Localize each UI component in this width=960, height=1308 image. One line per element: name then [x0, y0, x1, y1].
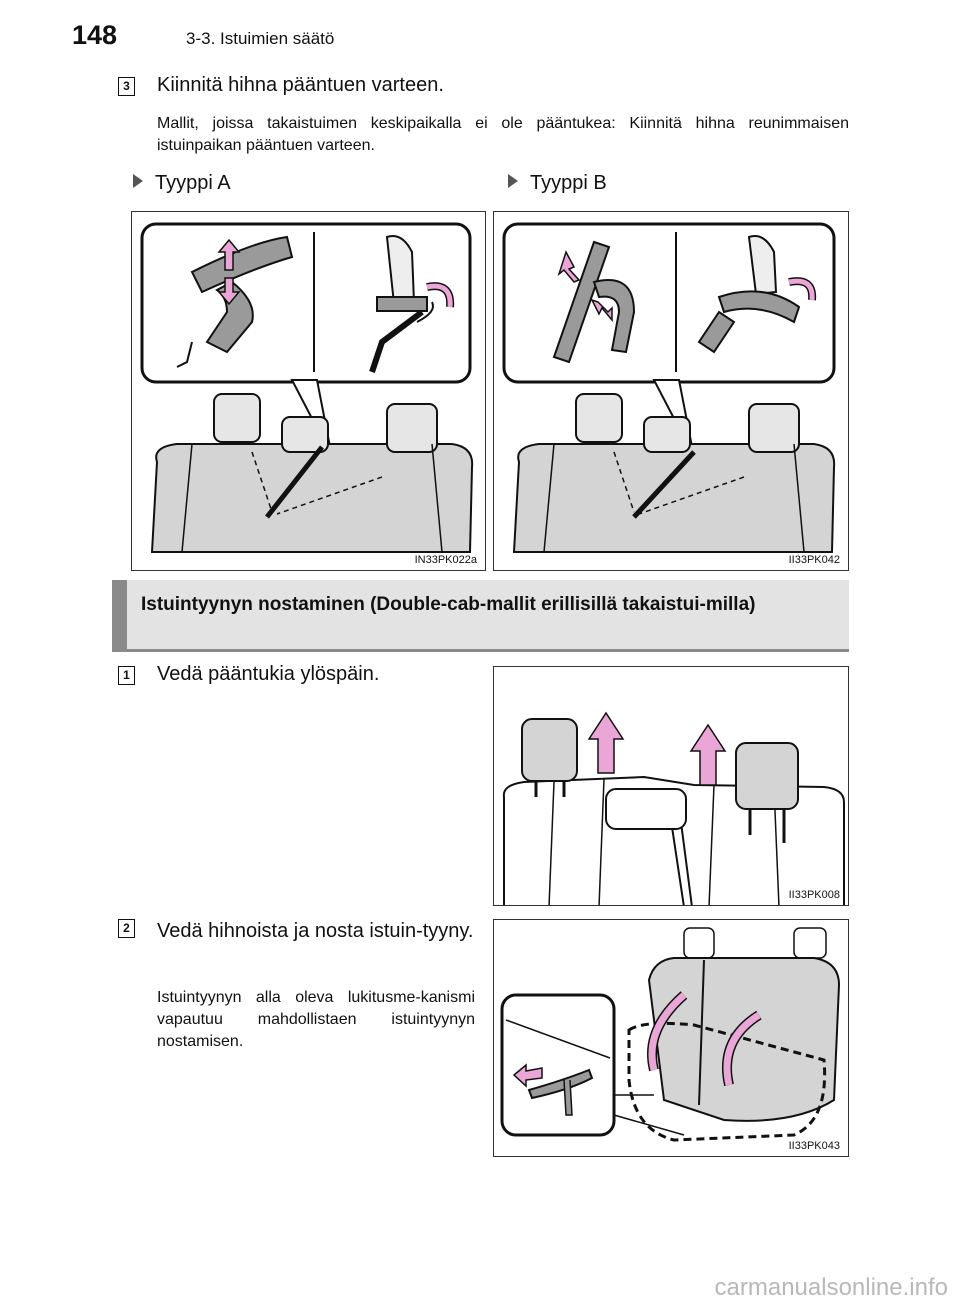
- type-b-label: Tyyppi B: [508, 172, 607, 195]
- step-number-1: 1: [118, 666, 135, 685]
- section-heading-text: Istuintyynyn nostaminen (Double-cab-mall…: [141, 594, 756, 615]
- section-heading: Istuintyynyn nostaminen (Double-cab-mall…: [112, 580, 849, 652]
- step-3-description: Mallit, joissa takaistuimen keskipaikall…: [157, 115, 849, 154]
- type-a-text: Tyyppi A: [155, 172, 231, 194]
- step-number-2: 2: [118, 919, 135, 938]
- page-number: 148: [72, 20, 118, 50]
- triangle-bullet-icon: [508, 174, 518, 188]
- figure-code-type-a: IN33PK022a: [412, 554, 479, 566]
- figure-code-type-b: II33PK042: [786, 554, 842, 566]
- step-1-title: Vedä pääntukia ylöspäin.: [157, 663, 380, 685]
- type-b-illustration: [502, 222, 836, 553]
- figure-code-cushion: II33PK043: [786, 1140, 842, 1152]
- type-a-label: Tyyppi A: [133, 172, 231, 195]
- heading-accent-bar: [112, 580, 127, 652]
- step-2-description: Istuintyynyn alla oleva lukitusme-kanism…: [157, 989, 475, 1050]
- cushion-illustration: [500, 927, 841, 1142]
- triangle-bullet-icon: [133, 174, 143, 188]
- section-header: 3-3. Istuimien säätö: [186, 29, 335, 48]
- watermark: carmanualsonline.info: [714, 1274, 948, 1301]
- figure-type-b: II33PK042: [493, 211, 849, 571]
- figure-code-headrests: II33PK008: [786, 889, 842, 901]
- headrest-illustration: [502, 711, 845, 905]
- type-b-text: Tyyppi B: [530, 172, 607, 194]
- figure-type-a: IN33PK022a: [131, 211, 486, 571]
- step-3-title: Kiinnitä hihna pääntuen varteen.: [157, 74, 444, 96]
- figure-headrests: II33PK008: [493, 666, 849, 906]
- step-number-3: 3: [118, 77, 135, 96]
- step-2-title: Vedä hihnoista ja nosta istuin-tyyny.: [157, 920, 474, 942]
- type-a-illustration: [140, 222, 474, 553]
- figure-cushion: II33PK043: [493, 919, 849, 1157]
